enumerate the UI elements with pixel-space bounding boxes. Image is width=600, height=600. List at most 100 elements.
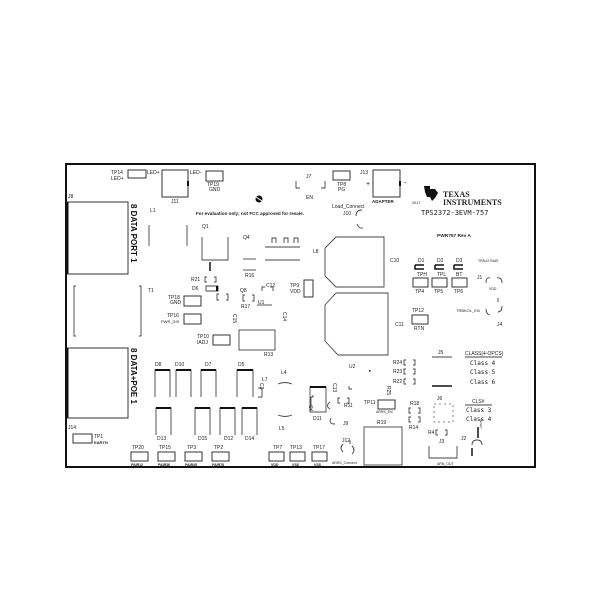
class-4-option[interactable]: Class 4	[470, 360, 496, 367]
tp15-pad[interactable]	[157, 451, 176, 462]
j1-jumper[interactable]	[485, 277, 503, 284]
tp10-label: TP10	[197, 334, 209, 340]
tp8-label: TP8	[337, 182, 346, 188]
tp2-label: TP2	[214, 445, 223, 451]
l8-label: L8	[313, 249, 319, 255]
tp20-pad[interactable]	[130, 451, 149, 462]
tp17-pad[interactable]	[311, 451, 328, 462]
tp19-pad[interactable]	[205, 170, 224, 182]
tp16-sub: PWR_DIS	[161, 319, 180, 324]
c11-label: C11	[395, 322, 404, 328]
c15-label: C15	[231, 314, 237, 323]
j13-adapter-jack[interactable]	[372, 169, 401, 198]
u1-label: U1	[258, 300, 265, 306]
j8-rj45[interactable]	[66, 201, 129, 275]
j1-label: J1	[477, 275, 483, 281]
r22-r24-outline	[403, 359, 416, 385]
r14-label: R14	[409, 425, 418, 431]
tp10-pad[interactable]	[212, 334, 231, 346]
class-heading: CLASS(4-OPCS)	[465, 351, 504, 357]
tp4-pad[interactable]	[412, 277, 429, 288]
j2-label: J2	[461, 436, 467, 442]
tp3-pad[interactable]	[184, 451, 203, 462]
d13-label: D13	[157, 436, 166, 442]
j9-label: J9	[343, 421, 349, 427]
j3-label: J3	[439, 439, 445, 445]
r23-label: R23	[393, 369, 402, 375]
tp5-pad[interactable]	[431, 277, 448, 288]
r4-outline	[435, 429, 448, 436]
tp3-label: TP3	[187, 445, 196, 451]
r19-label: R19	[377, 420, 386, 426]
tp9-sub: VDD	[290, 289, 301, 295]
esd-icon	[255, 195, 263, 203]
tp12-sub: RTN	[414, 326, 425, 332]
j3-header[interactable]	[428, 446, 458, 459]
j13-plus: +	[366, 181, 370, 188]
led-minus-label: LED-	[190, 170, 202, 176]
cls-heading: CLS#	[472, 399, 485, 405]
r25-label: R25	[385, 386, 391, 395]
j8-label: J8	[68, 194, 74, 200]
j13-label: J13	[360, 170, 368, 176]
tp7-sub: VDD	[271, 463, 279, 467]
tp9-label: TP9	[290, 283, 299, 289]
r11-label: R11	[344, 403, 353, 409]
ti-logo-icon	[424, 186, 438, 201]
q4-label: Q4	[243, 235, 250, 241]
tp16-label: TP16	[167, 313, 179, 319]
j6-label: J6	[437, 396, 443, 402]
j10-jumper[interactable]	[355, 209, 364, 229]
tp2-pad[interactable]	[211, 451, 230, 462]
j14-rj45[interactable]	[66, 347, 129, 419]
j1-vdd: VDD	[489, 287, 497, 291]
r21-label: R21	[191, 277, 200, 283]
tp13-pad[interactable]	[289, 451, 306, 462]
d5-label: D5	[238, 362, 245, 368]
tp18-pad[interactable]	[183, 295, 202, 307]
c13-label: C13	[331, 383, 337, 392]
j12-jumper[interactable]	[340, 440, 355, 455]
q8-label: Q8	[240, 288, 247, 294]
tp11-label: TP11	[364, 400, 376, 406]
fcc-notice: For evaluation only; not FCC approved fo…	[196, 211, 304, 216]
tp11-pad[interactable]	[377, 399, 396, 410]
j11-connector[interactable]	[161, 169, 189, 198]
class-5-option[interactable]: Class 5	[470, 369, 496, 376]
j6-outline[interactable]	[433, 403, 454, 423]
tp16-pad[interactable]	[183, 313, 202, 325]
tp17-label: TP17	[313, 445, 325, 451]
tp1-pad[interactable]	[72, 433, 93, 444]
u2-corner	[348, 386, 352, 390]
class-3-option[interactable]: Class 3	[466, 407, 492, 414]
tp14-pad[interactable]	[127, 169, 147, 179]
tp17-sub: VSS	[314, 463, 322, 467]
j2-jumper[interactable]	[471, 439, 483, 446]
c14-label: C14	[281, 312, 287, 321]
tp8-pad[interactable]	[332, 170, 351, 181]
tp9-pad[interactable]	[303, 279, 314, 298]
t1-outline	[73, 285, 142, 337]
j4-jumper[interactable]	[485, 298, 503, 316]
tp7-pad[interactable]	[268, 451, 285, 462]
tp6-pad[interactable]	[451, 277, 468, 288]
r14-r18-outline	[408, 407, 421, 423]
class-6-option[interactable]: Class 6	[470, 379, 496, 386]
j13-key	[399, 181, 401, 186]
tph-label: TPH	[417, 272, 427, 278]
d2-led	[434, 264, 444, 270]
tpaux-label: TPAUX BIAS	[478, 259, 499, 263]
j14-label: J14	[68, 425, 76, 431]
l4-l5-outline	[258, 382, 293, 417]
d15-label: D15	[198, 436, 207, 442]
tp12-pad[interactable]	[411, 314, 429, 325]
tp1-sub: EARTH	[94, 440, 108, 445]
j4-label: J4	[497, 322, 503, 328]
class-4b-option[interactable]: Class 4	[466, 416, 492, 423]
l4-label: L4	[281, 370, 287, 376]
j9-jumper[interactable]	[327, 401, 336, 425]
r19-outline	[363, 426, 403, 466]
j11-label: J11	[171, 199, 179, 205]
tp6-label: TP6	[454, 289, 463, 295]
tp20-label: TP20	[132, 445, 144, 451]
